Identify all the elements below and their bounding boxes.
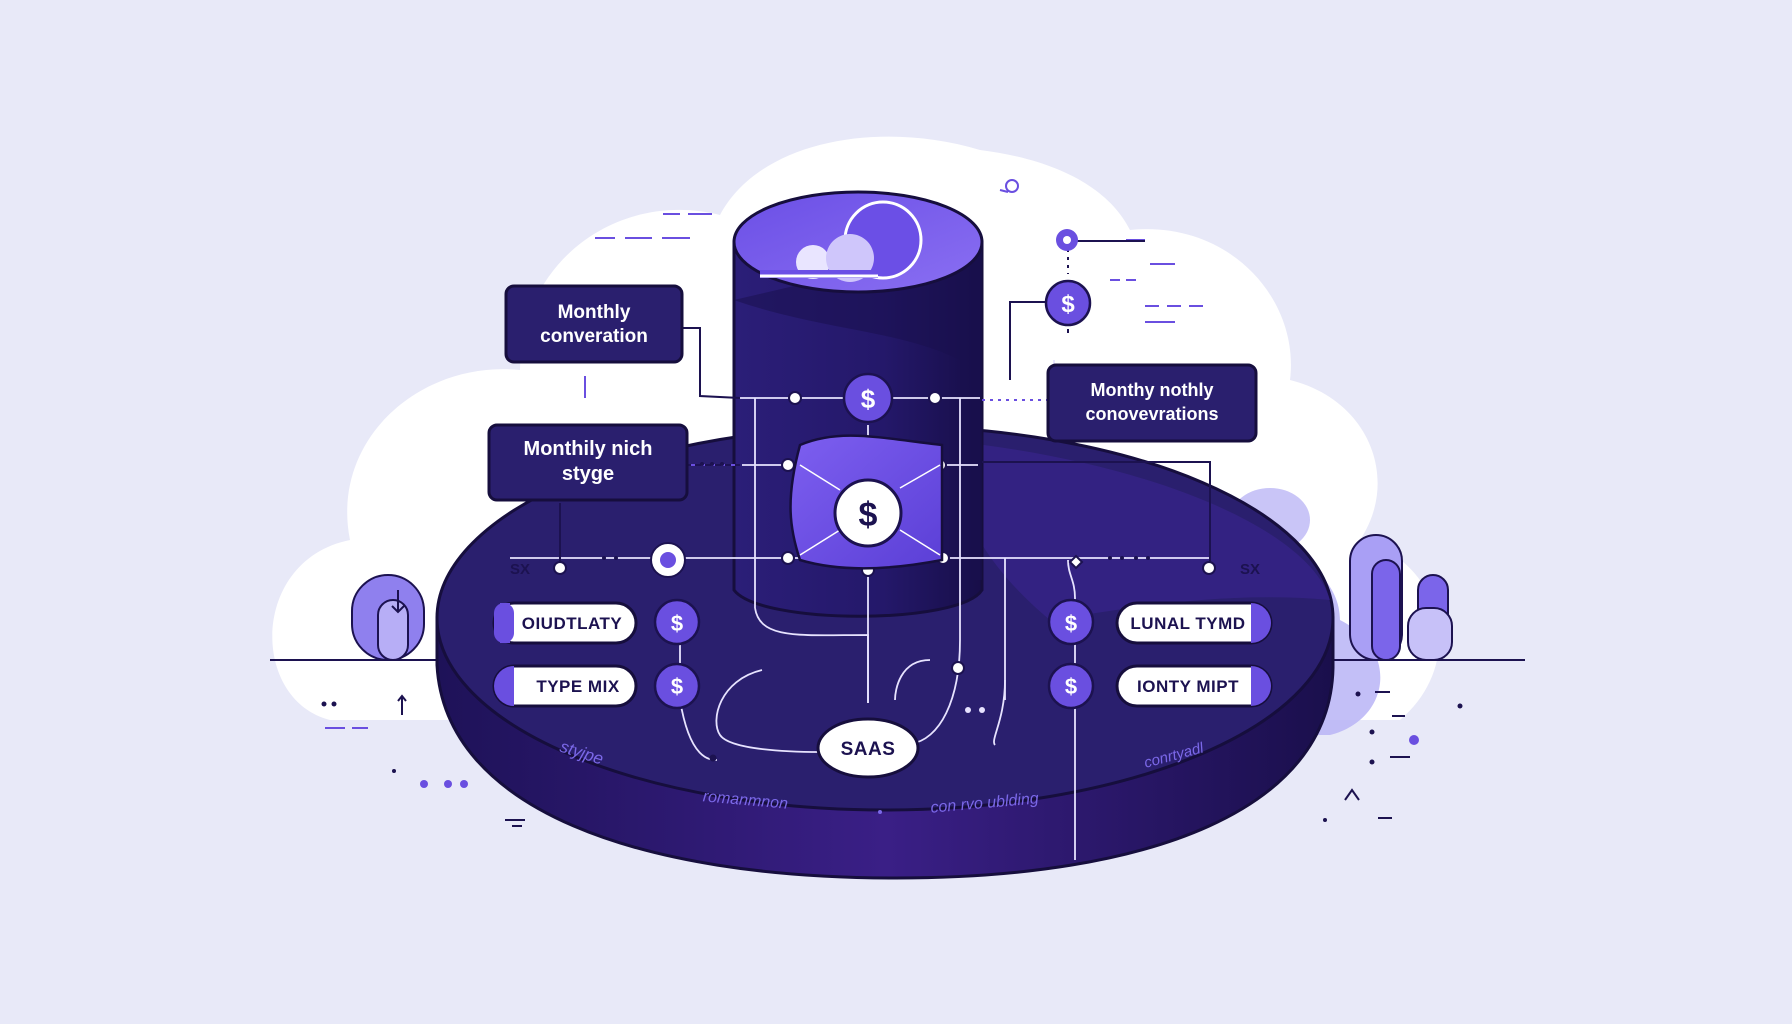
svg-text:Monthily nich: Monthily nich (524, 438, 653, 460)
svg-text:$: $ (671, 674, 683, 699)
dollar-coin-icon: $ (653, 662, 701, 710)
cloud-icon (760, 200, 923, 282)
pill-left-bottom: TYPE MIX (492, 664, 638, 708)
pill-right-bottom: IONTY MIPT (1115, 664, 1273, 708)
tree-icon (351, 574, 425, 661)
dollar-coin-icon: $ (842, 372, 894, 424)
svg-text:$: $ (1061, 291, 1075, 318)
svg-text:$: $ (1065, 611, 1077, 636)
svg-text:conovevrations: conovevrations (1085, 404, 1218, 424)
label-box-top-left: Monthly converation (504, 284, 684, 364)
saas-node: SAAS (816, 717, 920, 779)
svg-text:converation: converation (540, 326, 648, 347)
label-box-mid-left: Monthily nich styge (487, 423, 689, 502)
pill-left-top: OIUDTLATY (492, 601, 638, 645)
decorative-dot (878, 810, 882, 814)
dollar-coin-icon: $ (833, 478, 903, 548)
label-box-right: Monthy nothly conovevrations (1046, 363, 1258, 443)
dollar-coin-icon: $ (1047, 662, 1095, 710)
side-tag-left: SX (510, 561, 530, 578)
decorative-dots-right (999, 179, 1463, 822)
svg-text:TYPE MIX: TYPE MIX (536, 677, 620, 696)
pill-right-top: LUNAL TYMD (1115, 601, 1273, 645)
decorative-marks-left (325, 213, 712, 827)
decorative-dots-left (321, 694, 468, 788)
tree-icon (1349, 534, 1453, 661)
dollar-coin-icon: $ (1047, 598, 1095, 646)
svg-text:LUNAL TYMD: LUNAL TYMD (1130, 614, 1245, 633)
svg-text:IONTY MIPT: IONTY MIPT (1137, 677, 1239, 696)
svg-text:Monthly: Monthly (558, 302, 631, 323)
svg-text:SAAS: SAAS (841, 739, 896, 760)
svg-text:$: $ (859, 496, 878, 534)
dollar-coin-icon: $ (653, 598, 701, 646)
dollar-coin-icon: $ (1044, 279, 1092, 327)
svg-text:Monthy nothly: Monthy nothly (1091, 380, 1214, 400)
svg-text:$: $ (1065, 674, 1077, 699)
svg-text:$: $ (861, 384, 876, 414)
svg-text:OIUDTLATY: OIUDTLATY (522, 614, 623, 633)
svg-text:$: $ (671, 611, 683, 636)
svg-text:styge: styge (562, 463, 614, 485)
side-tag-right: SX (1240, 561, 1260, 578)
